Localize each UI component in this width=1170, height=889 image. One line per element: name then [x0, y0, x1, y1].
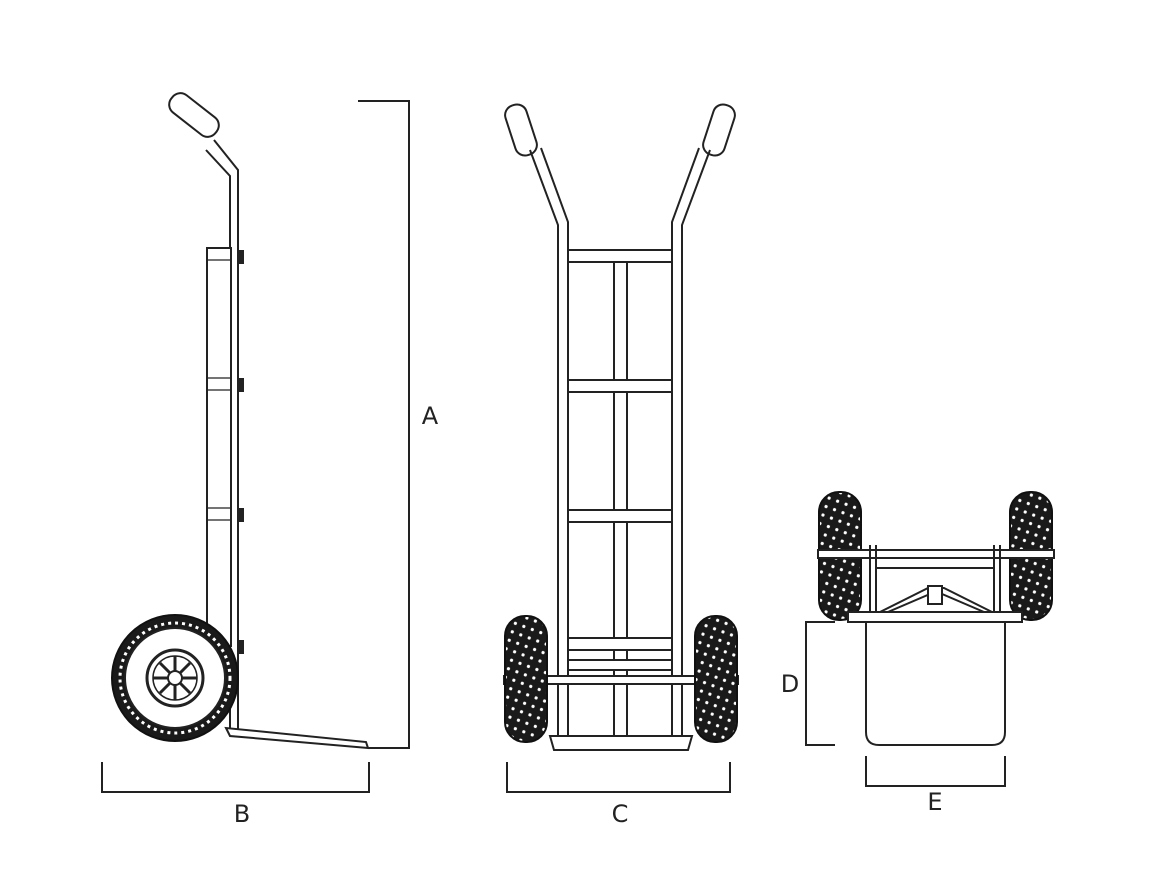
dimension-label-b: B	[234, 800, 250, 828]
side-back-panel	[206, 247, 232, 647]
dimension-label-e: E	[927, 788, 942, 816]
side-view	[111, 92, 370, 750]
front-right-upright	[671, 147, 711, 740]
dimension-label-c: C	[612, 800, 629, 828]
front-left-wheel	[504, 615, 548, 743]
top-base-bar	[847, 611, 1023, 623]
top-view	[817, 491, 1055, 746]
front-toe-plate	[548, 735, 694, 751]
dimension-a: A	[358, 100, 439, 749]
front-left-upright	[529, 147, 569, 740]
dimension-d: D	[781, 621, 835, 746]
dimension-e: E	[865, 756, 1006, 816]
dimension-c: C	[506, 762, 731, 828]
front-left-handle-grip	[504, 103, 538, 157]
top-toe-plate	[865, 621, 1006, 746]
dimension-b: B	[101, 762, 370, 828]
front-right-wheel	[694, 615, 738, 743]
side-toe-plate	[224, 726, 370, 750]
dimension-label-a: A	[422, 402, 439, 430]
front-view	[503, 103, 739, 751]
top-axle	[817, 549, 1055, 559]
dimension-label-d: D	[781, 670, 799, 698]
front-right-handle-grip	[702, 103, 736, 157]
side-handle-grip	[168, 92, 220, 138]
